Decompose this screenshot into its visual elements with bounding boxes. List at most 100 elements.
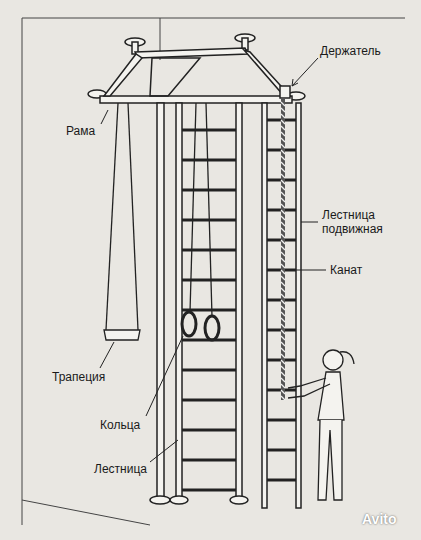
leader-lines-part [146, 336, 183, 416]
part-label: Лестница [92, 462, 149, 476]
movable-ladder-part [262, 103, 267, 508]
rope-part [281, 102, 285, 400]
rope-part-part [281, 198, 285, 202]
rope-part-part [281, 102, 285, 106]
rope-part-part [281, 234, 285, 238]
girl-part [318, 420, 342, 500]
rope-part-part [281, 204, 285, 208]
rope-part-part [281, 216, 285, 220]
movable-ladder-part-part [267, 419, 296, 422]
leader-lines-part [292, 58, 318, 86]
rope-part-part [281, 318, 285, 322]
main-ladder-part-part [182, 129, 236, 132]
main-ladder-part-part [182, 369, 236, 372]
rope-part-part [281, 222, 285, 226]
rope-part-part [281, 162, 285, 166]
rope-part-part [281, 108, 285, 112]
part-label: Трапеция [50, 370, 107, 384]
rope [281, 98, 285, 400]
rope-part-part [281, 264, 285, 268]
side-pole-part [150, 496, 170, 504]
rope-part-part [281, 228, 285, 232]
leader-lines-part [292, 79, 298, 86]
main-ladder-part [170, 496, 188, 504]
main-ladder-part-part [182, 249, 236, 252]
movable-ladder-part [267, 120, 296, 480]
trapeze-part [128, 103, 138, 330]
rope-part-part [281, 186, 285, 190]
holder-part [280, 86, 290, 98]
main-ladder-part-part [182, 279, 236, 282]
main-ladder [170, 103, 248, 504]
rings-part [205, 316, 219, 340]
rope-part-part [281, 126, 285, 130]
rope-part-part [281, 192, 285, 196]
rope-part-part [281, 156, 285, 160]
holder [280, 86, 290, 98]
girl-part [288, 378, 326, 388]
rope-part-part [281, 120, 285, 124]
room-lines-part [22, 500, 150, 525]
rope-part-part [281, 294, 285, 298]
leader-lines-part [101, 110, 108, 124]
rope-part-part [281, 150, 285, 154]
main-ladder-part-part [182, 399, 236, 402]
rope-part-part [281, 396, 285, 400]
main-ladder-part-part [182, 489, 236, 492]
rings [182, 103, 219, 340]
rope-part-part [281, 342, 285, 346]
room-lines-part [22, 18, 405, 19]
leader-lines [100, 58, 326, 462]
part-label: Кольца [98, 418, 142, 432]
rings-part [190, 103, 196, 312]
rope-part-part [281, 288, 285, 292]
rope-part-part [281, 180, 285, 184]
side-pole [150, 103, 170, 504]
part-label: Лестница подвижная [320, 208, 404, 236]
rope-part-part [281, 240, 285, 244]
rope-part-part [281, 360, 285, 364]
rope-part-part [281, 348, 285, 352]
room-lines [22, 18, 405, 525]
rope-part-part [281, 378, 285, 382]
rope-part-part [281, 258, 285, 262]
part-label: Рама [64, 124, 97, 138]
rope-part-part [281, 246, 285, 250]
rope-part-part [281, 252, 285, 256]
rope-part-part [281, 282, 285, 286]
rope-part-part [281, 300, 285, 304]
movable-ladder-part [296, 103, 301, 508]
main-ladder-part [236, 103, 242, 498]
leader-lines-part [150, 440, 178, 462]
main-ladder-part-part [182, 459, 236, 462]
frame [88, 34, 305, 103]
rope-part-part [281, 132, 285, 136]
rope-part-part [281, 114, 285, 118]
room-lines-part [22, 18, 23, 525]
rope-part-part [281, 324, 285, 328]
rope-part-part [281, 306, 285, 310]
leader-lines-part [287, 270, 326, 271]
rope-part-part [281, 276, 285, 280]
watermark: Avito [360, 512, 398, 526]
girl-part [288, 384, 330, 398]
frame-part [100, 96, 292, 103]
trapeze-part [104, 330, 140, 340]
rope-part-part [281, 312, 285, 316]
girl-part [323, 350, 343, 370]
rope-part-part [281, 138, 285, 142]
part-label: Держатель [318, 44, 383, 58]
girl [288, 350, 354, 500]
rope-part-part [281, 210, 285, 214]
leader-lines-part [100, 342, 114, 368]
main-ladder-part [176, 103, 182, 498]
rings-part [206, 103, 212, 316]
movable-ladder-part-part [267, 479, 296, 482]
leader-lines-part [301, 222, 318, 223]
frame-part [150, 58, 200, 96]
frame-part [104, 54, 142, 96]
rope-part-part [281, 372, 285, 376]
rope-part-part [281, 390, 285, 394]
rope-part-part [281, 168, 285, 172]
part-label: Канат [328, 263, 364, 277]
